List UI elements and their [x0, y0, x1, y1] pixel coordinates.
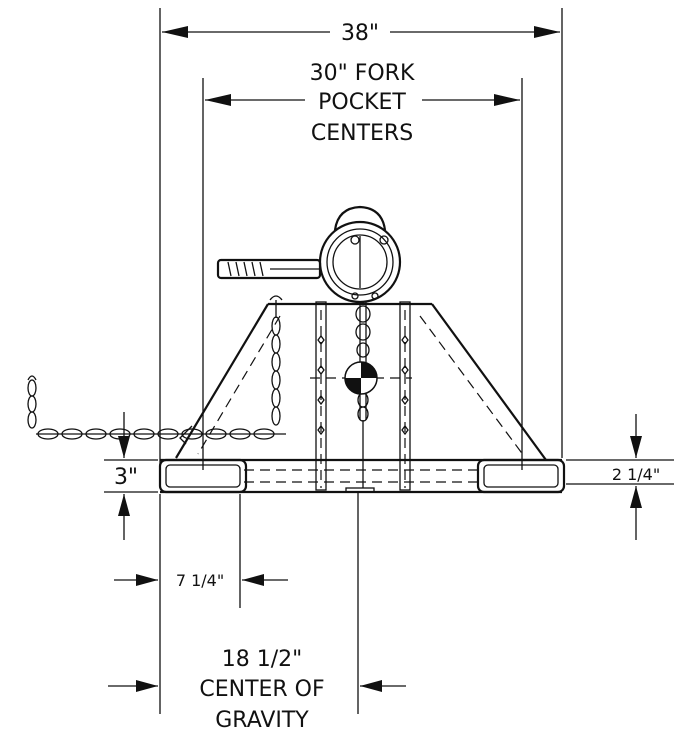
fork-pocket-label-line-1: 30" FORK — [310, 61, 415, 86]
right-fork-pocket — [476, 458, 566, 494]
fork-pocket-label-line-3: CENTERS — [311, 121, 413, 146]
fork-pocket-label-line-2: POCKET — [318, 90, 406, 115]
winch-assembly — [216, 205, 402, 304]
center-of-gravity-symbol — [344, 361, 378, 395]
fork-pocket-centers-dimension: 30" FORK POCKET CENTERS — [202, 61, 523, 470]
cg-label-line-1: 18 1/2" — [222, 647, 303, 672]
right-pocket-height-label: 2 1/4" — [612, 465, 660, 484]
left-fork-pocket — [158, 458, 248, 494]
left-pocket-height-label: 3" — [114, 465, 138, 490]
overall-width-dimension: 38" — [159, 8, 563, 468]
overall-width-label: 38" — [341, 21, 379, 46]
cg-label-line-3: GRAVITY — [215, 708, 309, 733]
left-pocket-height-dimension: 3" — [104, 412, 158, 540]
hitch-frame — [160, 301, 562, 494]
center-hook — [310, 302, 412, 493]
safety-chain — [27, 295, 286, 445]
pocket-width-label: 7 1/4" — [176, 571, 224, 590]
cg-label-line-2: CENTER OF — [199, 677, 324, 702]
pocket-width-dimension: 7 1/4" — [114, 494, 288, 608]
right-pocket-height-dimension: 2 1/4" — [566, 414, 674, 540]
center-of-gravity-dimension: 18 1/2" CENTER OF GRAVITY — [108, 492, 406, 733]
